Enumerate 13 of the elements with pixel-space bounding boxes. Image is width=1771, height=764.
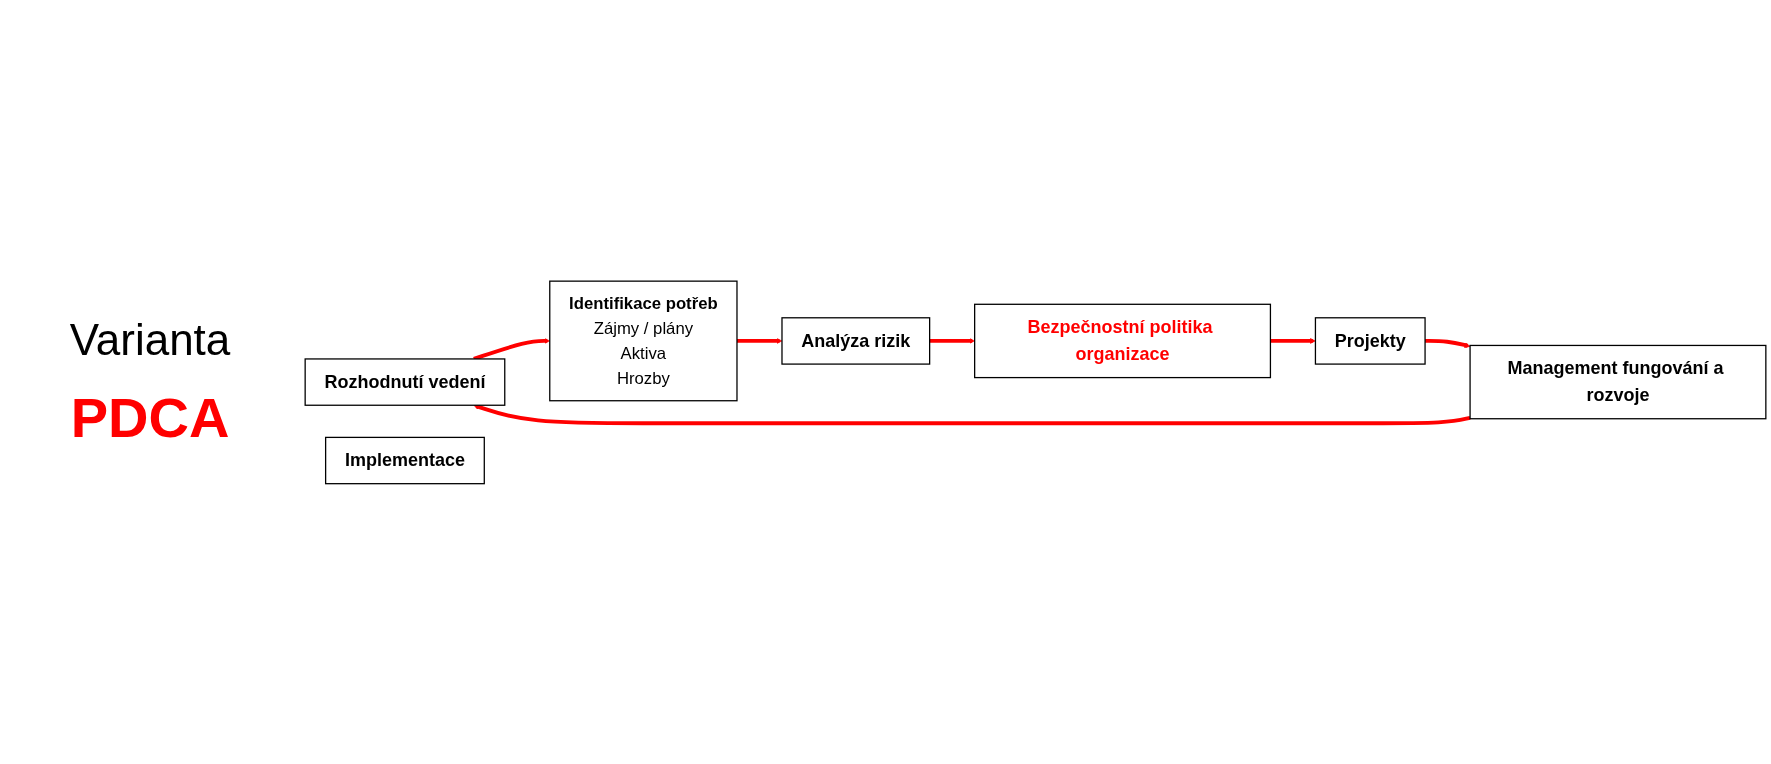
- method-label: PDCA: [70, 384, 230, 450]
- node-box: Implementace: [325, 436, 485, 484]
- node-box: Analýza rizik: [781, 316, 931, 365]
- arrow: [473, 403, 1471, 425]
- node-box: Identifikace potřeb Zájmy / plány Aktiva Hrozby: [549, 280, 738, 401]
- node-box: Projekty: [1314, 316, 1426, 365]
- node-box: Rozhodnutí vedení: [304, 357, 506, 406]
- node-box: Management fungování a rozvoje: [1469, 344, 1767, 419]
- diagram-label: Varianta: [69, 314, 231, 365]
- arrow: [929, 337, 975, 344]
- arrow: [1425, 338, 1471, 348]
- node-box: Bezpečnostní politika organizace: [974, 303, 1272, 378]
- arrow: [1270, 337, 1316, 344]
